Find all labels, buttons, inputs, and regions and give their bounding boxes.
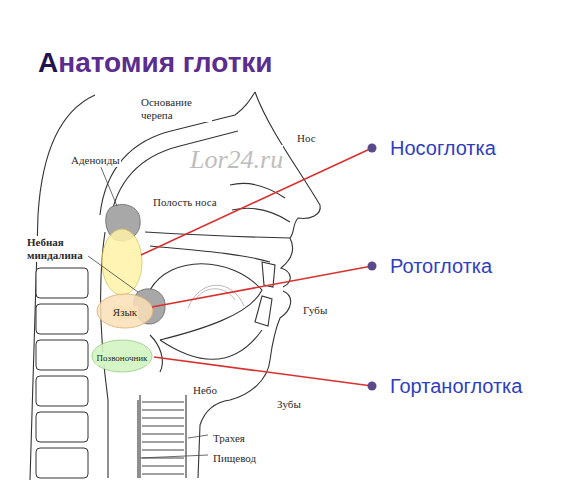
leader-line [100, 165, 117, 206]
part-label: Позвоночник [96, 352, 149, 365]
pointer-line [152, 266, 372, 307]
region-label: Гортаноглотка [390, 374, 522, 398]
head-outline [150, 246, 270, 262]
head-outline [281, 238, 293, 287]
part-label: Небо [192, 384, 218, 397]
vertebra [36, 268, 88, 478]
part-label: Пищевод [212, 452, 257, 465]
head-outline [232, 208, 290, 222]
trachea-rings [142, 402, 184, 474]
vertebra [36, 340, 88, 370]
head-outline [255, 296, 272, 326]
part-label: Небная миндалина [26, 236, 88, 262]
head-outline [145, 232, 290, 238]
head-outline [138, 395, 186, 478]
label-anchor: Зубы [276, 394, 302, 412]
region-highlight [102, 229, 142, 295]
part-label: Аденоиды [70, 154, 121, 167]
head-outline [30, 95, 95, 480]
region-label: Ротоглотка [390, 254, 492, 278]
tongue-muscle [188, 285, 244, 308]
vertebra [36, 304, 88, 334]
label-anchor: Позвоночник [96, 347, 149, 365]
leader-line [88, 256, 138, 292]
label-anchor: Основание черепа [140, 96, 212, 123]
head-outline [150, 264, 262, 340]
vertebra [36, 268, 88, 298]
label-anchor: Аденоиды [70, 150, 121, 168]
bullet-dot [368, 144, 377, 153]
leader-line [188, 435, 208, 438]
diagram-title: Анатомия глотки [38, 46, 273, 80]
label-anchor: Нос [296, 128, 317, 146]
label-anchor: Ротоглотка [390, 254, 492, 278]
part-label: Язык [112, 306, 138, 319]
label-anchor: Губы [302, 300, 328, 318]
pointer-line [154, 357, 372, 386]
label-anchor: Пищевод [212, 448, 257, 466]
watermark: Lor24.ru [190, 145, 283, 175]
leader-line [140, 455, 208, 458]
vertebra [36, 448, 88, 478]
head-outline [262, 262, 275, 287]
vertebra [36, 412, 88, 442]
part-label: Полость носа [152, 196, 218, 209]
label-anchor: Небо [192, 380, 218, 398]
region-highlight [92, 229, 153, 372]
label-anchor: Полость носа [152, 192, 218, 210]
label-anchor: Небная миндалина [26, 236, 88, 263]
head-outline [230, 183, 285, 198]
vertebra [36, 376, 88, 406]
bullet-dot [368, 144, 377, 391]
part-label: Губы [302, 304, 328, 317]
title-box: Анатомия глотки [38, 46, 273, 80]
label-anchor: Язык [112, 302, 138, 320]
pointer-line [141, 148, 372, 386]
head-outline [160, 330, 262, 359]
bullet-dot [368, 262, 377, 271]
region-label: Носоглотка [390, 136, 496, 160]
part-label: Нос [296, 132, 317, 145]
trachea-rings [142, 402, 184, 474]
region-highlight [92, 340, 152, 372]
region-highlight [97, 294, 153, 328]
part-label: Основание черепа [140, 96, 212, 122]
label-anchor: Гортаноглотка [390, 374, 522, 398]
head-outline [30, 92, 320, 480]
tongue-muscle [188, 285, 244, 308]
label-anchor: Lor24.ru [190, 145, 283, 175]
label-anchor: Трахея [212, 428, 246, 446]
bullet-dot [368, 382, 377, 391]
part-label: Зубы [276, 398, 302, 411]
label-anchor: Носоглотка [390, 136, 496, 160]
part-label: Трахея [212, 432, 246, 445]
